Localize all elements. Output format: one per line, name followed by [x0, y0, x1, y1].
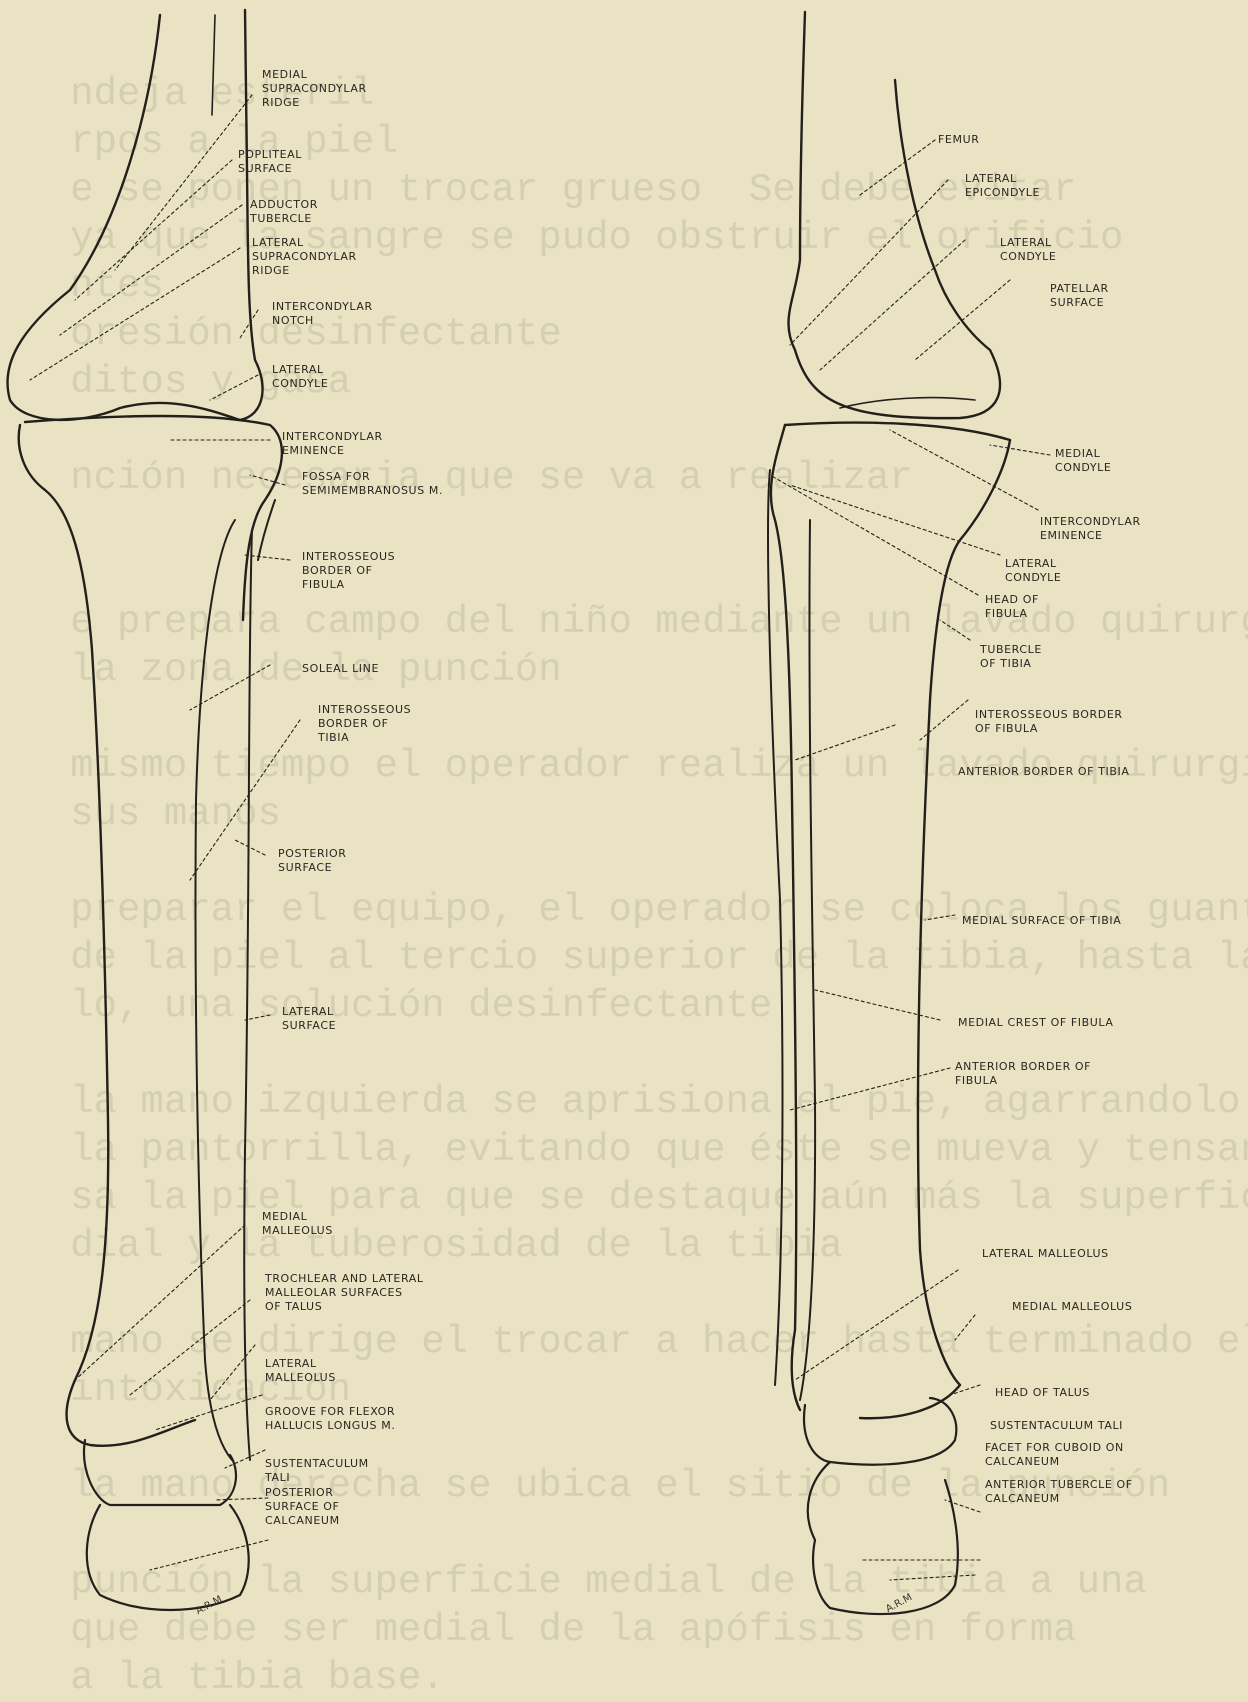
left-tibia-outline — [19, 416, 282, 1446]
left-label-adductor-tubercle: ADDUCTOR TUBERCLE — [250, 198, 318, 226]
right-label-interosseous-border-of-fibula: INTEROSSEOUS BORDER OF FIBULA — [975, 708, 1123, 736]
left-label-interosseous-border-of-tibia: INTEROSSEOUS BORDER OF TIBIA — [318, 703, 411, 745]
right-label-anterior-border-of-tibia: ANTERIOR BORDER OF TIBIA — [958, 765, 1129, 779]
left-label-intercondylar-notch: INTERCONDYLAR NOTCH — [272, 300, 373, 328]
right-label-femur: FEMUR — [938, 133, 979, 147]
left-label-lateral-surface: LATERAL SURFACE — [282, 1005, 336, 1033]
left-label-fossa-for-semimembranosus: FOSSA FOR SEMIMEMBRANOSUS M. — [302, 470, 443, 498]
left-label-medial-supracondylar-ridge: MEDIAL SUPRACONDYLAR RIDGE — [262, 68, 367, 110]
left-label-groove-for-flexor-hallucis-longus: GROOVE FOR FLEXOR HALLUCIS LONGUS M. — [265, 1405, 395, 1433]
left-label-trochlear-and-lateral-malleolar-surfaces: TROCHLEAR AND LATERAL MALLEOLAR SURFACES… — [265, 1272, 424, 1314]
left-label-intercondylar-eminence: INTERCONDYLAR EMINENCE — [282, 430, 383, 458]
right-label-head-of-talus: HEAD OF TALUS — [995, 1386, 1090, 1400]
right-label-facet-for-cuboid-on-calcaneum: FACET FOR CUBOID ON CALCANEUM — [985, 1441, 1124, 1469]
right-label-patellar-surface: PATELLAR SURFACE — [1050, 282, 1109, 310]
right-label-sustentaculum-tali: SUSTENTACULUM TALI — [990, 1419, 1123, 1433]
right-label-medial-crest-of-fibula: MEDIAL CREST OF FIBULA — [958, 1016, 1114, 1030]
leg-bones-drawing — [0, 0, 1248, 1623]
right-label-lateral-malleolus: LATERAL MALLEOLUS — [982, 1247, 1109, 1261]
left-label-posterior-surface-of-calcaneum: POSTERIOR SURFACE OF CALCANEUM — [265, 1486, 340, 1528]
left-foot-outline — [84, 1440, 249, 1610]
right-label-tubercle-of-tibia: TUBERCLE OF TIBIA — [980, 643, 1042, 671]
left-label-interosseous-border-of-fibula: INTEROSSEOUS BORDER OF FIBULA — [302, 550, 395, 592]
left-femur-outline — [8, 10, 263, 420]
left-fibula-outline — [195, 500, 275, 1460]
left-label-posterior-surface: POSTERIOR SURFACE — [278, 847, 347, 875]
right-femur-outline — [789, 12, 1000, 418]
right-label-lateral-condyle-tibia: LATERAL CONDYLE — [1005, 557, 1061, 585]
left-label-lateral-condyle: LATERAL CONDYLE — [272, 363, 328, 391]
left-label-lateral-malleolus: LATERAL MALLEOLUS — [265, 1357, 336, 1385]
left-label-sustentaculum-tali: SUSTENTACULUM TALI — [265, 1457, 369, 1485]
right-label-lateral-condyle-femur: LATERAL CONDYLE — [1000, 236, 1056, 264]
right-label-medial-condyle: MEDIAL CONDYLE — [1055, 447, 1111, 475]
right-label-medial-surface-of-tibia: MEDIAL SURFACE OF TIBIA — [962, 914, 1121, 928]
right-label-anterior-tubercle-of-calcaneum: ANTERIOR TUBERCLE OF CALCANEUM — [985, 1478, 1133, 1506]
left-leader-lines — [30, 95, 300, 1570]
right-label-medial-malleolus: MEDIAL MALLEOLUS — [1012, 1300, 1132, 1314]
left-label-soleal-line: SOLEAL LINE — [302, 662, 379, 676]
left-label-popliteal-surface: POPLITEAL SURFACE — [238, 148, 302, 176]
right-label-anterior-border-of-fibula: ANTERIOR BORDER OF FIBULA — [955, 1060, 1091, 1088]
right-label-intercondylar-eminence: INTERCONDYLAR EMINENCE — [1040, 515, 1141, 543]
right-label-head-of-fibula: HEAD OF FIBULA — [985, 593, 1039, 621]
left-label-lateral-supracondylar-ridge: LATERAL SUPRACONDYLAR RIDGE — [252, 236, 357, 278]
right-foot-outline — [804, 1398, 958, 1614]
left-label-medial-malleolus: MEDIAL MALLEOLUS — [262, 1210, 333, 1238]
right-label-lateral-epicondyle: LATERAL EPICONDYLE — [965, 172, 1040, 200]
right-fibula-outline — [768, 470, 815, 1400]
